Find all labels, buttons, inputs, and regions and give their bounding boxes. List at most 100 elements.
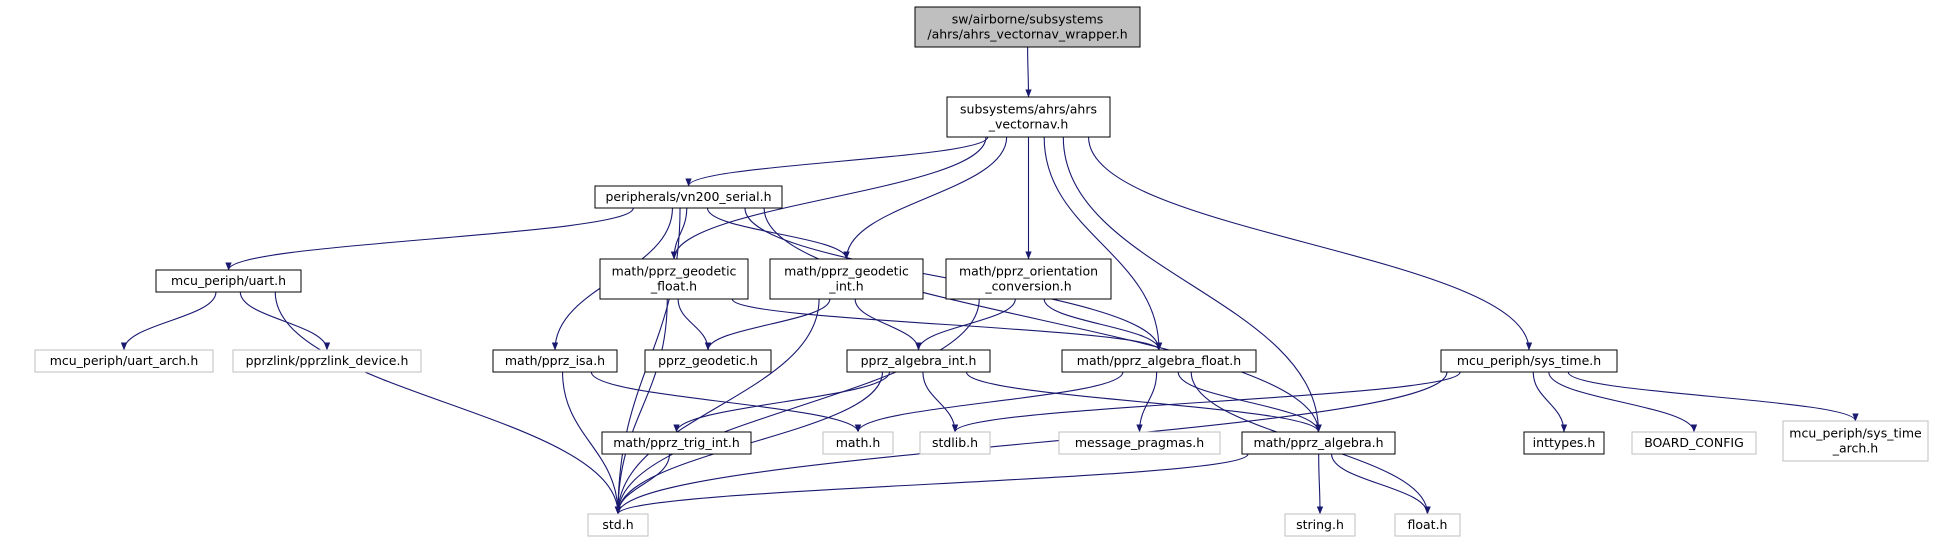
- node-root-label-0: sw/airborne/subsystems: [952, 12, 1104, 27]
- edge-orientation-to-algebra_float: [1043, 298, 1163, 351]
- edge-ahrs_vectornav-to-geodetic_float: [670, 136, 987, 260]
- node-isa[interactable]: math/pprz_isa.h: [492, 349, 618, 373]
- node-algebra-label-0: math/pprz_algebra.h: [1253, 435, 1383, 450]
- edge-isa-to-math_h: [590, 371, 862, 433]
- node-uart_arch-label-0: mcu_periph/uart_arch.h: [50, 353, 199, 368]
- node-sys_time_arch: mcu_periph/sys_time_arch.h: [1782, 420, 1929, 462]
- edge-sys_time-to-std: [614, 371, 1448, 515]
- node-message_pragmas: message_pragmas.h: [1058, 431, 1221, 455]
- node-sys_time_arch-box: [1782, 420, 1929, 462]
- edge-geodetic_int-to-algebra_int: [854, 298, 922, 351]
- edge-trig_int-to-std: [614, 453, 671, 515]
- edge-algebra-to-float_h: [1331, 453, 1431, 515]
- edge-orientation-to-std: [614, 298, 980, 515]
- edge-algebra-to-string: [1316, 453, 1324, 515]
- node-math_h-box: [822, 431, 894, 455]
- node-algebra_int[interactable]: pprz_algebra_int.h: [846, 349, 991, 373]
- node-root-label-1: /ahrs/ahrs_vectornav_wrapper.h: [927, 27, 1127, 42]
- node-geodetic_int-label-0: math/pprz_geodetic: [784, 264, 909, 279]
- node-geodetic-box: [644, 349, 772, 373]
- node-geodetic_int-label-1: _int.h: [828, 279, 863, 294]
- node-float_h: float.h: [1394, 513, 1461, 537]
- node-orientation[interactable]: math/pprz_orientation_conversion.h: [945, 258, 1112, 300]
- node-stdlib-box: [919, 431, 991, 455]
- node-ahrs_vectornav-label-0: subsystems/ahrs/ahrs: [960, 102, 1097, 117]
- node-algebra_int-box: [846, 349, 991, 373]
- node-std: std.h: [587, 513, 649, 537]
- nodes-layer: sw/airborne/subsystems/ahrs/ahrs_vectorn…: [34, 6, 1929, 537]
- node-root[interactable]: sw/airborne/subsystems/ahrs/ahrs_vectorn…: [914, 6, 1141, 48]
- edge-orientation-to-algebra_int: [915, 298, 1016, 351]
- node-uart[interactable]: mcu_periph/uart.h: [155, 269, 302, 293]
- node-algebra_float-label-0: math/pprz_algebra_float.h: [1077, 353, 1241, 368]
- node-stdlib-label-0: stdlib.h: [932, 435, 978, 450]
- node-board_config-label-0: BOARD_CONFIG: [1644, 435, 1744, 450]
- node-vn200_serial-box: [594, 185, 783, 209]
- edge-sys_time-to-inttypes: [1532, 371, 1568, 433]
- node-orientation-label-1: _conversion.h: [984, 279, 1071, 294]
- node-geodetic_float[interactable]: math/pprz_geodetic_float.h: [599, 258, 749, 300]
- node-uart_arch-box: [34, 349, 214, 373]
- node-board_config-box: [1631, 431, 1757, 455]
- node-uart_arch: mcu_periph/uart_arch.h: [34, 349, 214, 373]
- node-geodetic_int[interactable]: math/pprz_geodetic_int.h: [769, 258, 924, 300]
- node-algebra[interactable]: math/pprz_algebra.h: [1241, 431, 1396, 455]
- edge-uart-to-pprzlink_device: [239, 291, 331, 351]
- node-geodetic[interactable]: pprz_geodetic.h: [644, 349, 772, 373]
- edge-vn200_serial-to-algebra: [763, 207, 1322, 433]
- node-std-label-0: std.h: [602, 517, 633, 532]
- node-geodetic_float-label-1: _float.h: [650, 279, 697, 294]
- edge-sys_time-to-stdlib: [951, 371, 1461, 433]
- edge-algebra_float-to-algebra: [1177, 371, 1322, 433]
- edge-uart-to-uart_arch: [120, 291, 217, 351]
- edge-ahrs_vectornav-to-algebra: [1062, 136, 1322, 433]
- edge-uart-to-std: [274, 291, 622, 515]
- node-sys_time-box: [1440, 349, 1618, 373]
- edge-isa-to-std: [562, 371, 622, 515]
- node-sys_time[interactable]: mcu_periph/sys_time.h: [1440, 349, 1618, 373]
- node-std-box: [587, 513, 649, 537]
- node-trig_int-label-0: math/pprz_trig_int.h: [613, 435, 740, 450]
- node-geodetic_float-label-0: math/pprz_geodetic: [612, 264, 737, 279]
- edge-geodetic_float-to-geodetic: [677, 298, 712, 351]
- node-inttypes-box: [1523, 431, 1605, 455]
- node-isa-label-0: math/pprz_isa.h: [505, 353, 605, 368]
- edge-sys_time-to-sys_time_arch: [1567, 371, 1859, 422]
- node-float_h-label-0: float.h: [1408, 517, 1448, 532]
- node-message_pragmas-box: [1058, 431, 1221, 455]
- edge-ahrs_vectornav-to-sys_time: [1088, 136, 1533, 351]
- edge-geodetic_float-to-std: [614, 298, 668, 515]
- edge-sys_time-to-board_config: [1548, 371, 1698, 433]
- node-string-box: [1284, 513, 1356, 537]
- edge-geodetic_int-to-std: [614, 298, 820, 515]
- node-sys_time_arch-label-1: _arch.h: [1832, 441, 1878, 456]
- node-float_h-box: [1394, 513, 1461, 537]
- edge-algebra_float-to-math_h: [854, 371, 1124, 433]
- node-ahrs_vectornav[interactable]: subsystems/ahrs/ahrs_vectornav.h: [946, 96, 1111, 138]
- node-isa-box: [492, 349, 618, 373]
- node-algebra_int-label-0: pprz_algebra_int.h: [861, 353, 977, 368]
- edge-algebra_float-to-message_pragmas: [1136, 371, 1158, 433]
- node-board_config: BOARD_CONFIG: [1631, 431, 1757, 455]
- node-algebra_float[interactable]: math/pprz_algebra_float.h: [1061, 349, 1257, 373]
- edge-ahrs_vectornav-to-vn200_serial: [685, 136, 989, 187]
- edge-root-to-ahrs_vectornav: [1025, 46, 1032, 98]
- node-string-label-0: string.h: [1296, 517, 1344, 532]
- node-orientation-label-0: math/pprz_orientation: [959, 264, 1098, 279]
- edge-geodetic_float-to-algebra_float: [731, 298, 1163, 351]
- node-sys_time_arch-label-0: mcu_periph/sys_time: [1789, 426, 1922, 441]
- node-inttypes[interactable]: inttypes.h: [1523, 431, 1605, 455]
- edge-ahrs_vectornav-to-geodetic_int: [843, 136, 1008, 260]
- node-ahrs_vectornav-box: [946, 96, 1111, 138]
- node-trig_int[interactable]: math/pprz_trig_int.h: [601, 431, 752, 455]
- edge-algebra_int-to-algebra: [965, 371, 1322, 433]
- node-math_h-label-0: math.h: [836, 435, 881, 450]
- edge-vn200_serial-to-uart: [225, 207, 634, 271]
- node-uart-box: [155, 269, 302, 293]
- node-vn200_serial[interactable]: peripherals/vn200_serial.h: [594, 185, 783, 209]
- node-algebra-box: [1241, 431, 1396, 455]
- node-root-box: [914, 6, 1141, 48]
- node-pprzlink_device-label-0: pprzlink/pprzlink_device.h: [246, 353, 409, 368]
- node-stdlib: stdlib.h: [919, 431, 991, 455]
- node-ahrs_vectornav-label-1: _vectornav.h: [988, 117, 1069, 132]
